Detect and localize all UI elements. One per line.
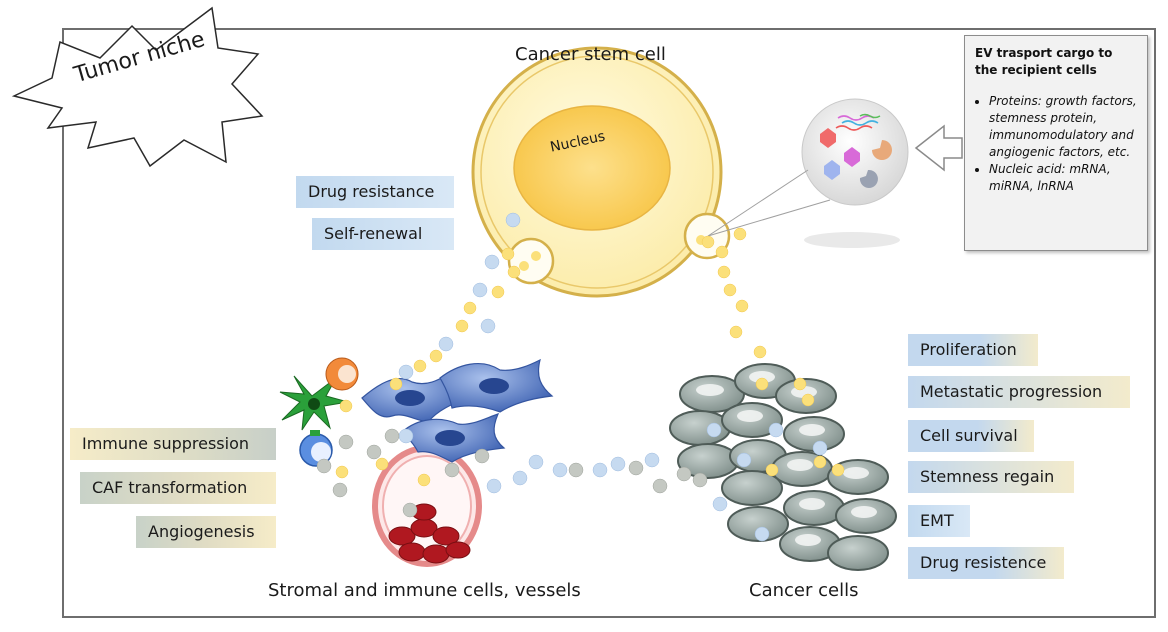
cargo-title: EV trasport cargo to the recipient cells bbox=[975, 46, 1113, 77]
ev-shadow bbox=[804, 232, 900, 248]
nucleus bbox=[513, 105, 671, 231]
effect-drug-resistence: Drug resistence bbox=[908, 547, 1064, 579]
effect-stemness-regain: Stemness regain bbox=[908, 461, 1074, 493]
fibroblasts bbox=[361, 358, 554, 463]
red-blood-cells bbox=[388, 503, 471, 564]
cargo-arrow bbox=[914, 124, 963, 172]
ev-cargo-box: EV trasport cargo to the recipient cells… bbox=[964, 35, 1148, 251]
cargo-list: Proteins: growth factors, stemness prote… bbox=[975, 93, 1137, 195]
stem-cell-title: Cancer stem cell bbox=[515, 44, 666, 65]
protein-pacman-gray bbox=[859, 169, 878, 188]
effect-self-renewal: Self-renewal bbox=[312, 218, 454, 250]
fibroblast-nuclei bbox=[395, 378, 509, 446]
protein-hexagon-red bbox=[820, 128, 836, 148]
lymphocyte bbox=[299, 430, 333, 467]
diagram-frame bbox=[62, 28, 1156, 618]
ev-particles bbox=[316, 212, 845, 542]
effect-emt: EMT bbox=[908, 505, 970, 537]
protein-pacman-orange bbox=[872, 140, 892, 160]
dendritic-cell bbox=[279, 375, 349, 431]
macrophage bbox=[325, 357, 359, 391]
cancer-cells-title: Cancer cells bbox=[749, 580, 859, 601]
tumor-niche-starburst bbox=[11, 6, 264, 168]
effect-drug-resistance: Drug resistance bbox=[296, 176, 454, 208]
stromal-title: Stromal and immune cells, vessels bbox=[268, 580, 581, 601]
protein-hexagon-purple bbox=[844, 147, 860, 167]
cargo-item-nucleic-acid: Nucleic acid: mRNA, miRNA, lnRNA bbox=[989, 161, 1137, 195]
effect-metastatic-progression: Metastatic progression bbox=[908, 376, 1130, 408]
protein-hexagon-blue bbox=[824, 160, 840, 180]
extracellular-vesicle bbox=[801, 98, 909, 206]
rna-strand bbox=[837, 115, 875, 121]
blood-vessel bbox=[372, 445, 482, 567]
effect-caf-transformation: CAF transformation bbox=[80, 472, 276, 504]
effect-immune-suppression: Immune suppression bbox=[70, 428, 276, 460]
effect-proliferation: Proliferation bbox=[908, 334, 1038, 366]
effect-cell-survival: Cell survival bbox=[908, 420, 1034, 452]
effect-angiogenesis: Angiogenesis bbox=[136, 516, 276, 548]
cargo-item-proteins: Proteins: growth factors, stemness prote… bbox=[989, 93, 1137, 161]
